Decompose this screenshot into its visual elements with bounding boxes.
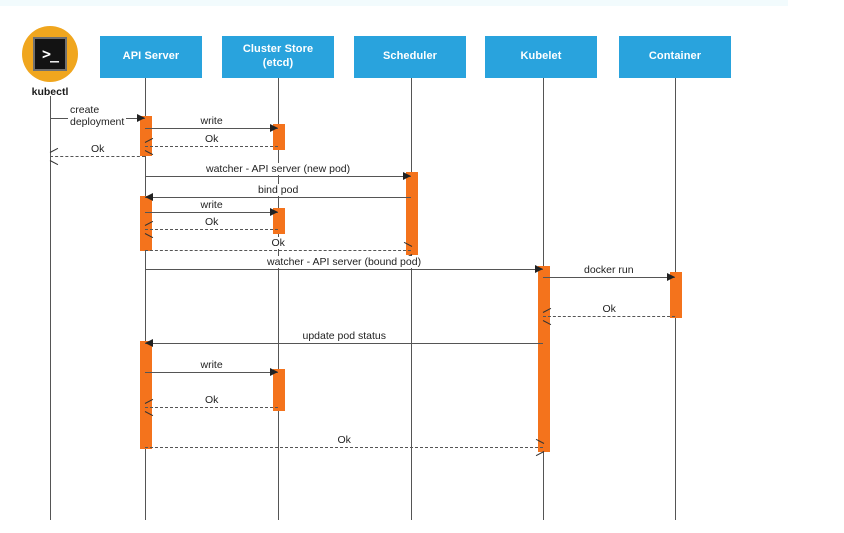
message-arrowhead-m9 (403, 246, 411, 255)
message-label-m13: update pod status (300, 330, 388, 343)
message-arrowhead-m11 (667, 273, 675, 281)
message-line-m2 (145, 128, 278, 129)
message-label-m1: create deployment (68, 104, 127, 129)
message-arrowhead-m3 (145, 142, 153, 151)
message-label-m2: write (198, 115, 225, 128)
participant-box-kubelet[interactable]: Kubelet (485, 36, 597, 78)
message-arrowhead-m4 (50, 152, 58, 161)
message-line-m14 (145, 372, 278, 373)
message-label-m16: Ok (335, 434, 353, 447)
message-arrowhead-m13 (145, 339, 153, 347)
activation-bar-container (670, 272, 682, 318)
message-line-m6 (145, 197, 411, 198)
message-line-m5 (145, 176, 411, 177)
message-line-m16 (145, 447, 543, 448)
lifeline-scheduler (411, 78, 412, 520)
message-arrowhead-m15 (145, 403, 153, 412)
message-label-m7: write (198, 199, 225, 212)
message-arrowhead-m5 (403, 172, 411, 180)
message-label-m4: Ok (89, 143, 107, 156)
message-label-m14: write (198, 359, 225, 372)
lifeline-api-server (145, 78, 146, 520)
participant-label: Cluster Store (etcd) (242, 43, 314, 69)
participant-label: Container (648, 50, 702, 63)
message-arrowhead-m12 (543, 312, 551, 321)
lifeline-cluster-store (278, 78, 279, 520)
terminal-prompt-icon: >_ (33, 37, 67, 71)
message-label-m5: watcher - API server (new pod) (204, 163, 353, 176)
kubectl-actor-label: kubectl (31, 86, 69, 98)
message-line-m15 (145, 407, 278, 408)
message-arrowhead-m8 (145, 225, 153, 234)
message-line-m8 (145, 229, 278, 230)
top-accent-band (0, 0, 844, 6)
message-line-m7 (145, 212, 278, 213)
participant-label: Kubelet (520, 50, 562, 63)
message-arrowhead-m6 (145, 193, 153, 201)
participant-box-api-server[interactable]: API Server (100, 36, 202, 78)
message-line-m4 (50, 156, 145, 157)
message-label-m9: Ok (269, 237, 287, 250)
message-label-m12: Ok (600, 303, 618, 316)
message-line-m3 (145, 146, 278, 147)
message-label-m11: docker run (582, 264, 636, 277)
message-arrowhead-m10 (535, 265, 543, 273)
right-margin (788, 0, 844, 533)
message-arrowhead-m14 (270, 368, 278, 376)
message-label-m8: Ok (203, 216, 221, 229)
participant-box-scheduler[interactable]: Scheduler (354, 36, 466, 78)
message-arrowhead-m7 (270, 208, 278, 216)
message-label-m3: Ok (203, 133, 221, 146)
activation-bar-api-server (140, 341, 152, 449)
message-label-m10: watcher - API server (bound pod) (265, 256, 424, 269)
kubectl-actor-icon: >_ (22, 26, 78, 82)
activation-bar-cluster-store (273, 369, 285, 411)
participant-label: Scheduler (382, 50, 438, 63)
activation-bar-kubelet (538, 266, 550, 452)
message-arrowhead-m16 (535, 443, 543, 452)
lifeline-kubectl (50, 96, 51, 520)
message-arrowhead-m2 (270, 124, 278, 132)
message-label-m15: Ok (203, 394, 221, 407)
activation-bar-scheduler (406, 172, 418, 255)
participant-box-cluster-store[interactable]: Cluster Store (etcd) (222, 36, 334, 78)
participant-box-container[interactable]: Container (619, 36, 731, 78)
message-line-m10 (145, 269, 543, 270)
participant-label: API Server (122, 50, 180, 63)
message-line-m9 (145, 250, 411, 251)
message-line-m13 (145, 343, 543, 344)
message-line-m11 (543, 277, 675, 278)
message-line-m12 (543, 316, 675, 317)
message-arrowhead-m1 (137, 114, 145, 122)
message-label-m6: bind pod (256, 184, 301, 197)
